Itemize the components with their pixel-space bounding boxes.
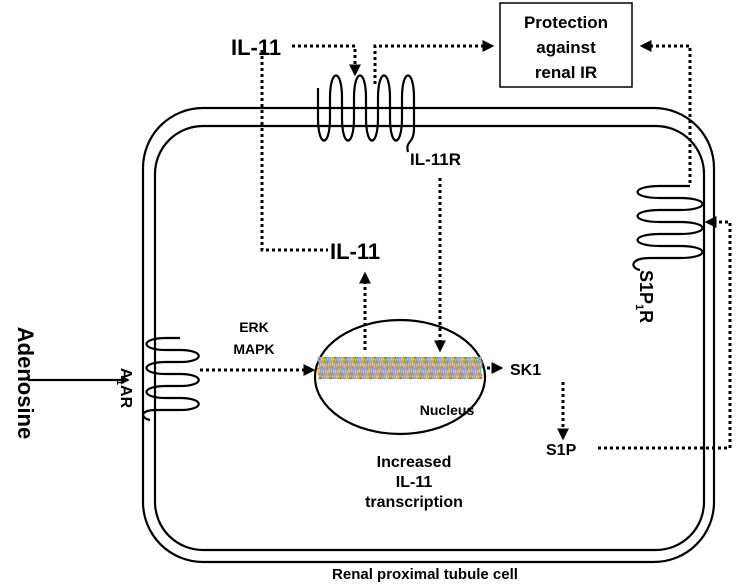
protection-line-3: renal IR <box>535 63 597 82</box>
a1ar-receptor-coil <box>142 336 200 422</box>
adenosine-label: Adenosine <box>13 327 38 439</box>
dna-strand <box>317 356 483 380</box>
a1ar-label: A1AR <box>114 368 134 409</box>
increased-line-3: transcription <box>365 494 463 511</box>
nucleus <box>313 318 487 436</box>
protection-box <box>499 2 633 88</box>
dna-helix <box>317 356 483 380</box>
nucleus-label: Nucleus <box>420 402 475 418</box>
sk1-label: SK1 <box>510 362 541 379</box>
line-il11-outside-to-inside <box>260 50 328 252</box>
arrow-il11r-to-protection <box>373 40 495 84</box>
cell-label: Renal proximal tubule cell <box>332 566 518 583</box>
il11-inside-label: IL-11 <box>330 239 380 264</box>
protection-line-2: against <box>536 38 596 57</box>
cell-membrane-outer <box>141 106 716 564</box>
il11r-label: IL-11R <box>410 150 461 169</box>
il11-outside-label: IL-11 <box>231 35 281 60</box>
protection-line-1: Protection <box>524 13 608 32</box>
dna-strand <box>317 356 483 380</box>
s1p1r-label: S1P1R <box>633 270 656 323</box>
increased-line-1: Increased <box>377 454 452 471</box>
arrow-s1p-to-s1p1r <box>598 216 732 450</box>
arrow-s1p1r-to-protection <box>639 40 692 183</box>
arrow-il11-to-il11r <box>292 44 361 77</box>
s1p-label: S1P <box>546 442 577 459</box>
il11r-receptor-coil <box>316 74 416 153</box>
increased-line-2: IL-11 <box>396 474 433 491</box>
erk-label: ERK <box>239 319 269 335</box>
mapk-label: MAPK <box>233 341 274 357</box>
s1p1r-receptor-coil <box>632 184 704 272</box>
